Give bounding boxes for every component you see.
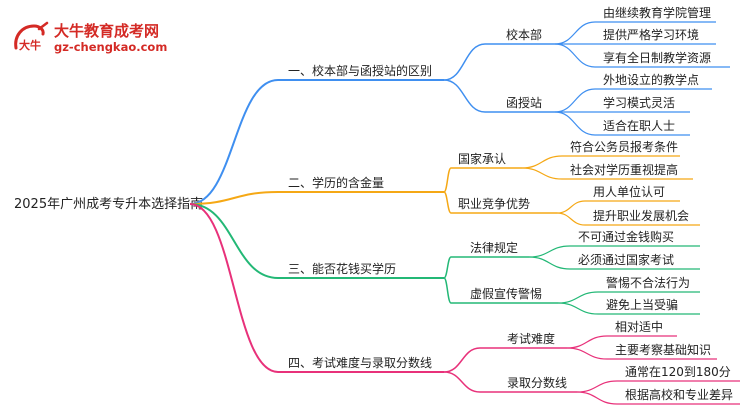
branch-1-sub-2-leaf-1-connector xyxy=(554,88,596,113)
branch-3-sub-2-topic: 虚假宣传警惕 xyxy=(470,286,542,301)
branch-2-sub-2-leaf-2: 提升职业发展机会 xyxy=(593,208,689,223)
logo-mark-icon: 大牛 xyxy=(14,21,49,52)
branch-2-sub-1-leaf-2: 社会对学历重视提高 xyxy=(570,162,678,177)
logo-mark-text: 大牛 xyxy=(19,38,41,52)
site-logo[interactable]: 大牛 大牛教育成考网 gz-chengkao.com xyxy=(10,18,210,58)
branch-4-sub-2-leaf-2: 根据高校和专业差异 xyxy=(625,387,733,402)
branch-2-sub-1-topic: 国家承认 xyxy=(458,151,506,166)
branch-2-sub-1-leaf-1: 符合公务员报考条件 xyxy=(570,139,678,154)
branch-4-sub-1-connector xyxy=(443,347,481,373)
branch-4-sub-1-leaf-2: 主要考察基础知识 xyxy=(615,343,711,357)
branch-3-topic: 三、能否花钱买学历 xyxy=(288,261,396,276)
branch-4-connector xyxy=(189,203,279,373)
branch-1-sub-2-leaf-3: 适合在职人士 xyxy=(603,118,675,133)
logo-url: gz-chengkao.com xyxy=(54,40,168,54)
branch-2-sub-2-leaf-1: 用人单位认可 xyxy=(593,184,665,199)
branch-2-connector xyxy=(189,191,279,205)
branch-1-sub-2-connector xyxy=(443,79,486,113)
branch-1-sub-1-leaf-3-connector xyxy=(554,43,596,68)
branch-3-sub-1-connector xyxy=(443,256,452,279)
branch-1-sub-1-connector xyxy=(443,43,486,81)
branch-4-sub-2-leaf-2-connector xyxy=(576,391,618,405)
branch-3-sub-1-leaf-1-connector xyxy=(528,245,571,258)
branch-1-sub-1-topic: 校本部 xyxy=(506,27,542,42)
branch-1-sub-1-leaf-1-connector xyxy=(554,21,596,45)
branch-4-sub-2-topic: 录取分数线 xyxy=(507,375,567,390)
branch-2-sub-1-leaf-2-connector xyxy=(521,167,563,180)
branch-3-sub-1-leaf-2: 必须通过国家考试 xyxy=(578,252,674,267)
branch-1-sub-2-leaf-3-connector xyxy=(554,111,596,136)
branch-4-sub-2-leaf-1: 通常在120到180分 xyxy=(625,365,731,379)
branch-2-sub-2-leaf-2-connector xyxy=(556,212,586,226)
branch-4-sub-1-leaf-1: 相对适中 xyxy=(615,319,663,334)
branch-1-sub-1-leaf-2: 提供严格学习环境 xyxy=(603,27,699,42)
branch-1-connector xyxy=(189,79,279,205)
branch-4-sub-1-leaf-1-connector xyxy=(566,335,608,349)
branch-2-sub-2-topic: 职业竞争优势 xyxy=(458,197,530,211)
branch-1-topic: 一、校本部与函授站的区别 xyxy=(288,63,432,78)
branch-3-connector xyxy=(189,203,279,279)
branch-4-sub-2-leaf-1-connector xyxy=(576,380,618,393)
branch-1-sub-2-topic: 函授站 xyxy=(506,95,542,110)
branch-2-sub-2-connector xyxy=(443,191,452,214)
branch-2-topic: 二、学历的含金量 xyxy=(288,175,384,190)
branch-3-sub-2-leaf-1: 警惕不合法行为 xyxy=(606,275,690,290)
branch-1-sub-2-leaf-2: 学习模式灵活 xyxy=(603,95,675,110)
logo-title: 大牛教育成考网 xyxy=(54,22,160,40)
branch-3-sub-1-topic: 法律规定 xyxy=(470,240,518,255)
branch-1-sub-1-leaf-3: 享有全日制教学资源 xyxy=(603,50,711,65)
branch-4-topic: 四、考试难度与录取分数线 xyxy=(288,355,432,370)
branch-2-sub-1-leaf-1-connector xyxy=(521,155,563,169)
branch-3-sub-2-leaf-2-connector xyxy=(557,302,599,315)
branch-1-sub-2-leaf-1: 外地设立的教学点 xyxy=(603,72,699,87)
branch-4-sub-1-topic: 考试难度 xyxy=(507,331,555,346)
branch-3-sub-1-leaf-2-connector xyxy=(528,256,571,270)
branch-2-sub-1-connector xyxy=(443,167,452,193)
branch-3-sub-1-leaf-1: 不可通过金钱购买 xyxy=(578,229,674,244)
branch-3-sub-2-connector xyxy=(443,277,452,304)
branch-4-sub-1-leaf-2-connector xyxy=(566,347,608,360)
branch-3-sub-2-leaf-1-connector xyxy=(557,291,599,304)
branch-1-sub-1-leaf-1: 由继续教育学院管理 xyxy=(603,5,711,20)
branch-4-sub-2-connector xyxy=(443,371,481,393)
root-topic: 2025年广州成考专升本选择指南 xyxy=(14,196,203,212)
branch-3-sub-2-leaf-2: 避免上当受骗 xyxy=(606,297,678,312)
branch-2-sub-2-leaf-1-connector xyxy=(556,200,586,214)
